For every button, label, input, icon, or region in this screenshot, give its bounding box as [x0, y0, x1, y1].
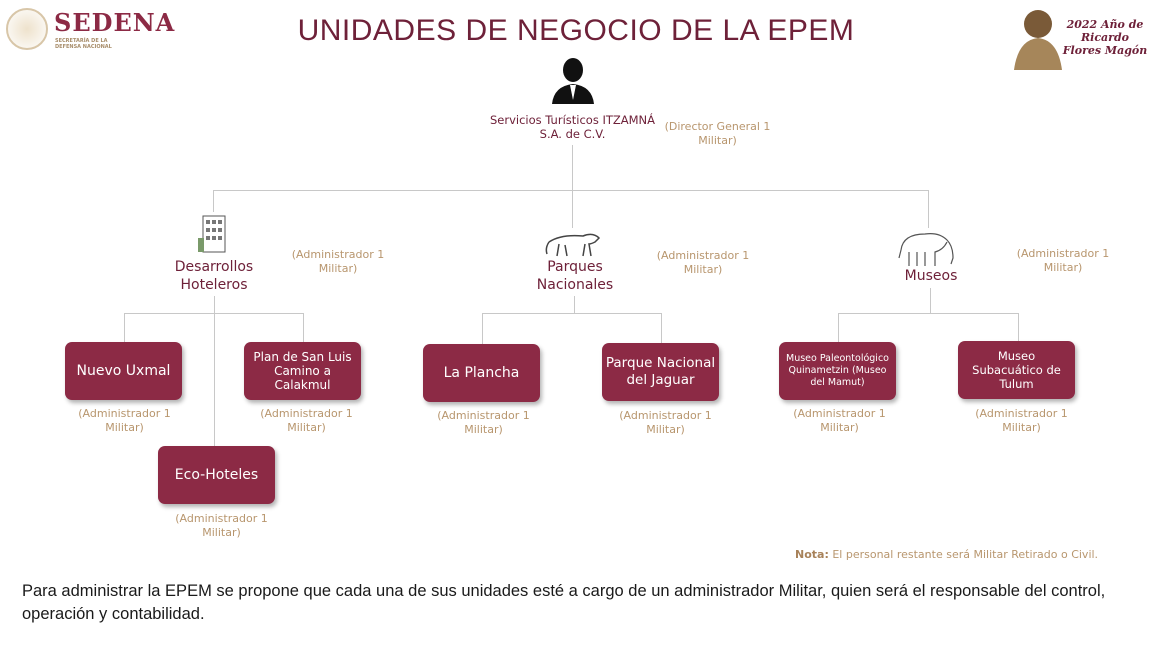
connector-line	[1018, 313, 1019, 342]
connector-line	[930, 288, 931, 313]
connector-line	[661, 313, 662, 344]
person-icon	[552, 58, 594, 104]
branch-label-museos: Museos	[904, 268, 958, 284]
branch-role: (Administrador 1 Militar)	[1016, 247, 1110, 274]
branch-role: (Administrador 1 Militar)	[291, 248, 385, 275]
connector-line	[482, 313, 483, 344]
unit-role: (Administrador 1 Militar)	[619, 409, 712, 436]
connector-line	[928, 190, 929, 228]
branch-label-desarrollos: Desarrollos Hoteleros	[174, 259, 254, 293]
connector-line	[482, 313, 662, 314]
unit-nuevo-uxmal: Nuevo Uxmal	[65, 342, 182, 400]
branch-label-parques: Parques Nacionales	[536, 259, 614, 293]
coat-of-arms-seal	[6, 8, 48, 50]
flores-magon-portrait-icon	[1014, 10, 1062, 70]
root-role: (Director General 1 Militar)	[664, 120, 771, 147]
connector-line	[124, 313, 125, 343]
unit-role: (Administrador 1 Militar)	[260, 407, 353, 434]
body-text: Para administrar la EPEM se propone que …	[22, 582, 1106, 623]
unit-museo-mamut: Museo Paleontológico Quinametzin (Museo …	[779, 342, 896, 400]
note-label: Nota:	[795, 548, 829, 561]
connector-line	[214, 296, 215, 446]
unit-role: (Administrador 1 Militar)	[437, 409, 530, 436]
connector-line	[213, 190, 929, 191]
note-text: El personal restante será Militar Retira…	[828, 548, 1099, 561]
sedena-logo: SEDENA	[54, 8, 176, 37]
elephant-icon	[898, 233, 954, 266]
branch-role: (Administrador 1 Militar)	[656, 249, 750, 276]
page-title: UNIDADES DE NEGOCIO DE LA EPEM	[297, 14, 855, 47]
unit-role: (Administrador 1 Militar)	[175, 512, 268, 539]
unit-parque-jaguar: Parque Nacional del Jaguar	[602, 343, 719, 401]
connector-line	[838, 313, 839, 342]
unit-role: (Administrador 1 Militar)	[793, 407, 886, 434]
root-unit-label: Servicios Turísticos ITZAMNÁ S.A. de C.V…	[489, 113, 656, 141]
jaguar-icon	[545, 233, 601, 257]
connector-line	[303, 313, 304, 343]
connector-line	[838, 313, 1019, 314]
unit-eco-hoteles: Eco-Hoteles	[158, 446, 275, 504]
connector-line	[572, 145, 573, 190]
unit-plan-de-san-luis: Plan de San Luis Camino a Calakmul	[244, 342, 361, 400]
unit-role: (Administrador 1 Militar)	[78, 407, 171, 434]
unit-museo-tulum: Museo Subacuático de Tulum	[958, 341, 1075, 399]
flores-magon-2022-badge: 2022 Año de Ricardo Flores Magón	[1062, 18, 1148, 57]
unit-role: (Administrador 1 Militar)	[975, 407, 1068, 434]
building-icon	[198, 215, 226, 253]
connector-line	[574, 296, 575, 313]
note: Nota: El personal restante será Militar …	[795, 548, 1098, 561]
unit-la-plancha: La Plancha	[423, 344, 540, 402]
sedena-logo-subtitle: SECRETARÍA DE LA DEFENSA NACIONAL	[55, 38, 112, 50]
connector-line	[213, 190, 214, 212]
connector-line	[572, 190, 573, 228]
